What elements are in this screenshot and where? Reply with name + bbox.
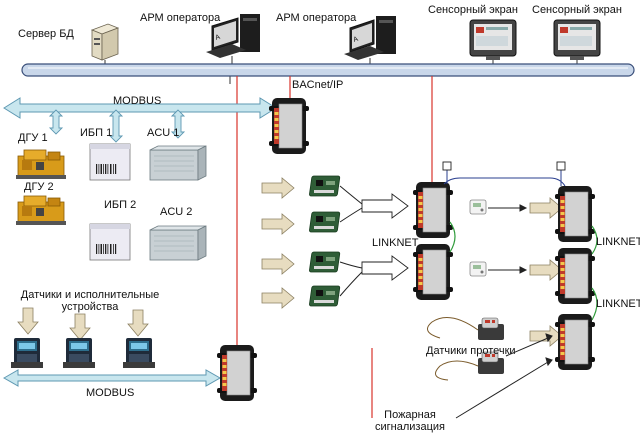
terminator-1 <box>442 161 452 171</box>
ethernet-bus <box>21 63 635 77</box>
svg-text:A: A <box>214 34 221 42</box>
touch-screen-2-icon <box>553 19 601 60</box>
to-linknet-arrow-1 <box>361 193 409 219</box>
controller-bottom <box>216 344 258 402</box>
io-board-3 <box>308 251 341 273</box>
dgu1-label: ДГУ 1 <box>18 132 48 144</box>
io-board-2 <box>308 211 341 233</box>
io-board-1 <box>308 175 341 197</box>
dgu2-label: ДГУ 2 <box>24 181 54 193</box>
operator-workstation-2-icon: A <box>344 16 396 60</box>
linknet-controller-3 <box>554 185 596 243</box>
acu1-label: ACU 1 <box>147 127 179 139</box>
acu-1-icon <box>149 145 207 181</box>
server-db-icon <box>90 23 120 61</box>
input-arrow-2 <box>261 213 295 235</box>
ibp2-label: ИБП 2 <box>104 199 136 211</box>
to-linknet-arrow-2 <box>361 255 409 281</box>
modbus-ibp-arrow <box>108 109 124 143</box>
bacnet-label: BACnet/IP <box>292 79 343 91</box>
acu2-label: ACU 2 <box>160 206 192 218</box>
sensors-label-line1: Датчики и исполнительные <box>21 289 159 301</box>
leak-label: Датчики протечки <box>426 345 516 357</box>
input-arrow-3 <box>261 253 295 275</box>
sensors-label-line2: устройства <box>62 301 120 313</box>
fire-label-line1: Пожарная <box>384 409 436 421</box>
svg-text:A: A <box>352 36 359 44</box>
linknet1-label: LINKNET <box>372 237 419 249</box>
touch2-label: Сенсорный экран <box>532 4 622 16</box>
power-meter-1-icon <box>11 338 43 368</box>
leak-sensor-1-icon <box>477 317 505 341</box>
thermostat-1-icon <box>469 199 487 215</box>
modbus-bottom-arrow <box>2 369 222 387</box>
arm1-label: АРМ оператора <box>140 12 221 24</box>
server-db-label: Сервер БД <box>18 28 74 40</box>
thermostat-2-icon <box>469 261 487 277</box>
right-input-arrow-2 <box>529 259 563 281</box>
modbus-top-label: MODBUS <box>113 95 161 107</box>
controller-top <box>268 97 310 155</box>
linknet3-label: LINKNET <box>596 298 640 310</box>
modbus-bottom-label: MODBUS <box>86 387 134 399</box>
touch-screen-1-icon <box>469 19 517 60</box>
terminator-2 <box>556 161 566 171</box>
power-meter-2-icon <box>63 338 95 368</box>
fire-label-line2: сигнализация <box>375 421 445 433</box>
right-input-arrow-3 <box>529 325 563 347</box>
sensor-arrow-1 <box>17 307 39 335</box>
touch1-label: Сенсорный экран <box>428 4 518 16</box>
sensor-arrow-3 <box>127 309 149 337</box>
linknet-controller-1 <box>412 181 454 239</box>
generator-2-icon <box>15 195 67 226</box>
ups-2-icon <box>89 223 131 261</box>
modbus-dgu-arrow <box>48 109 64 135</box>
sensor-arrow-2 <box>69 313 91 341</box>
linknet2-label: LINKNET <box>596 236 640 248</box>
acu-2-icon <box>149 225 207 261</box>
arm2-label: АРМ оператора <box>276 12 357 24</box>
io-board-4 <box>308 285 341 307</box>
power-meter-3-icon <box>123 338 155 368</box>
generator-1-icon <box>15 149 67 180</box>
ups-1-icon <box>89 143 131 181</box>
right-input-arrow-1 <box>529 197 563 219</box>
linknet-controller-5 <box>554 313 596 371</box>
ibp1-label: ИБП 1 <box>80 127 112 139</box>
operator-workstation-1-icon: A <box>206 14 260 58</box>
linknet-controller-4 <box>554 247 596 305</box>
modbus-acu-arrow <box>170 109 186 139</box>
linknet-controller-2 <box>412 243 454 301</box>
input-arrow-4 <box>261 287 295 309</box>
input-arrow-1 <box>261 177 295 199</box>
